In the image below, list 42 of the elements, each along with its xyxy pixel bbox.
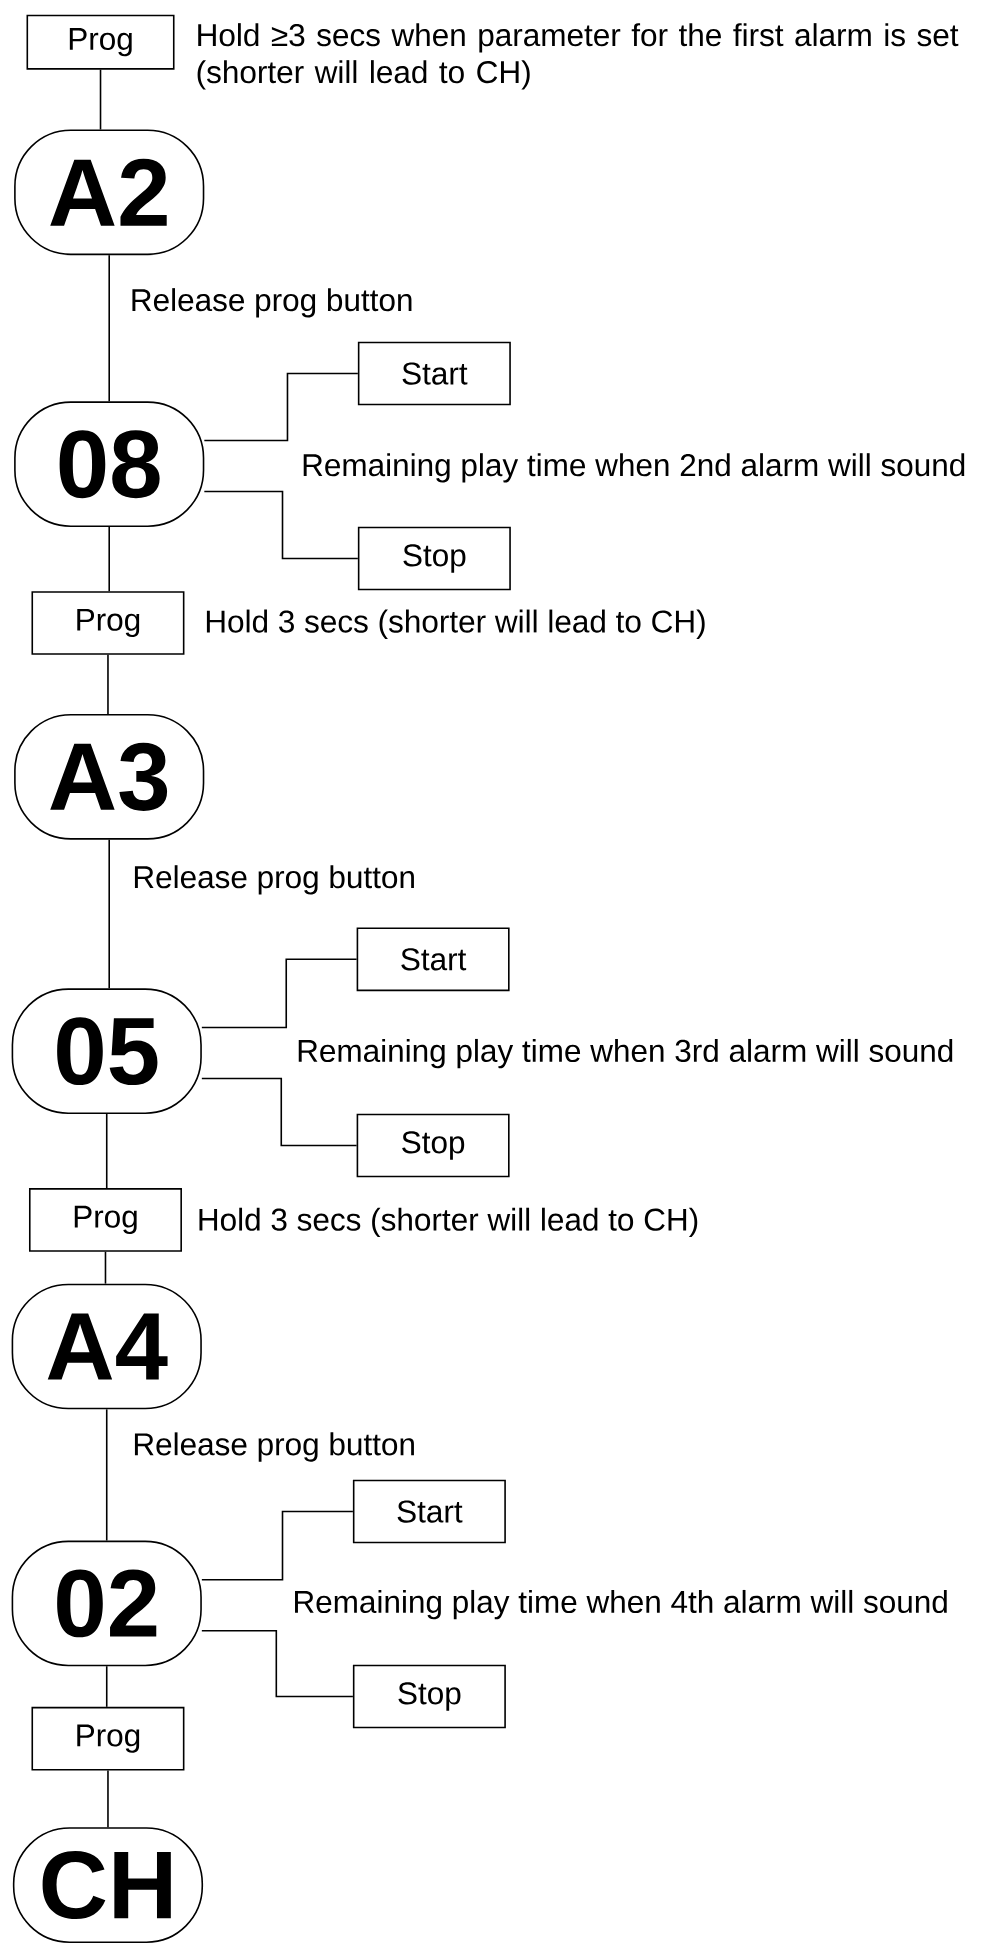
edge-label: Release prog button [134, 865, 414, 895]
connector-line [108, 526, 110, 592]
step-box: Start [357, 341, 511, 406]
step-box: Stop [357, 526, 511, 591]
connector-line [201, 1629, 354, 1698]
edge-label: Release prog button [132, 288, 412, 318]
connector-line [107, 654, 109, 715]
connector-line [104, 1250, 107, 1285]
connector-line [107, 1769, 109, 1828]
annotation-text: Remaining play time when 4th alarm will sound [295, 1589, 947, 1620]
step-box: Start [352, 1479, 506, 1544]
connector-line [203, 490, 359, 560]
connector-line [99, 68, 102, 131]
step-box: Start [356, 927, 510, 992]
state-display: 08 [14, 401, 205, 527]
state-display: A3 [14, 714, 205, 840]
state-display: CH [12, 1827, 204, 1943]
connector-line [108, 838, 110, 990]
state-display: 05 [11, 988, 202, 1114]
prog-button-box: Prog [26, 14, 175, 70]
step-box: Stop [352, 1664, 506, 1729]
connector-line [201, 1510, 354, 1581]
connector-line [105, 1113, 108, 1189]
prog-button-box: Prog [31, 1706, 185, 1771]
state-display: A4 [11, 1283, 202, 1410]
annotation-text: Hold 3 secs (shorter will lead to CH) [206, 609, 705, 639]
step-box: Stop [356, 1113, 510, 1178]
state-display: A2 [14, 129, 205, 256]
connector-line [203, 372, 359, 442]
connector-line [108, 254, 110, 403]
prog-button-box: Prog [29, 1188, 182, 1252]
annotation-text: Hold 3 secs (shorter will lead to CH) [199, 1207, 698, 1238]
annotation-text: Remaining play time when 2nd alarm will sound [303, 453, 965, 483]
connector-line [201, 958, 358, 1029]
connector-line [105, 1408, 108, 1542]
annotation-text: Hold ≥3 secs when parameter for the first alarm is set (shorter will lead to CH) [197, 23, 959, 90]
edge-label: Release prog button [134, 1432, 414, 1462]
state-display: 02 [11, 1540, 202, 1667]
connector-line [105, 1665, 108, 1708]
prog-button-box: Prog [31, 591, 185, 655]
connector-line [201, 1077, 358, 1147]
annotation-text: Remaining play time when 3rd alarm will sound [298, 1038, 953, 1069]
